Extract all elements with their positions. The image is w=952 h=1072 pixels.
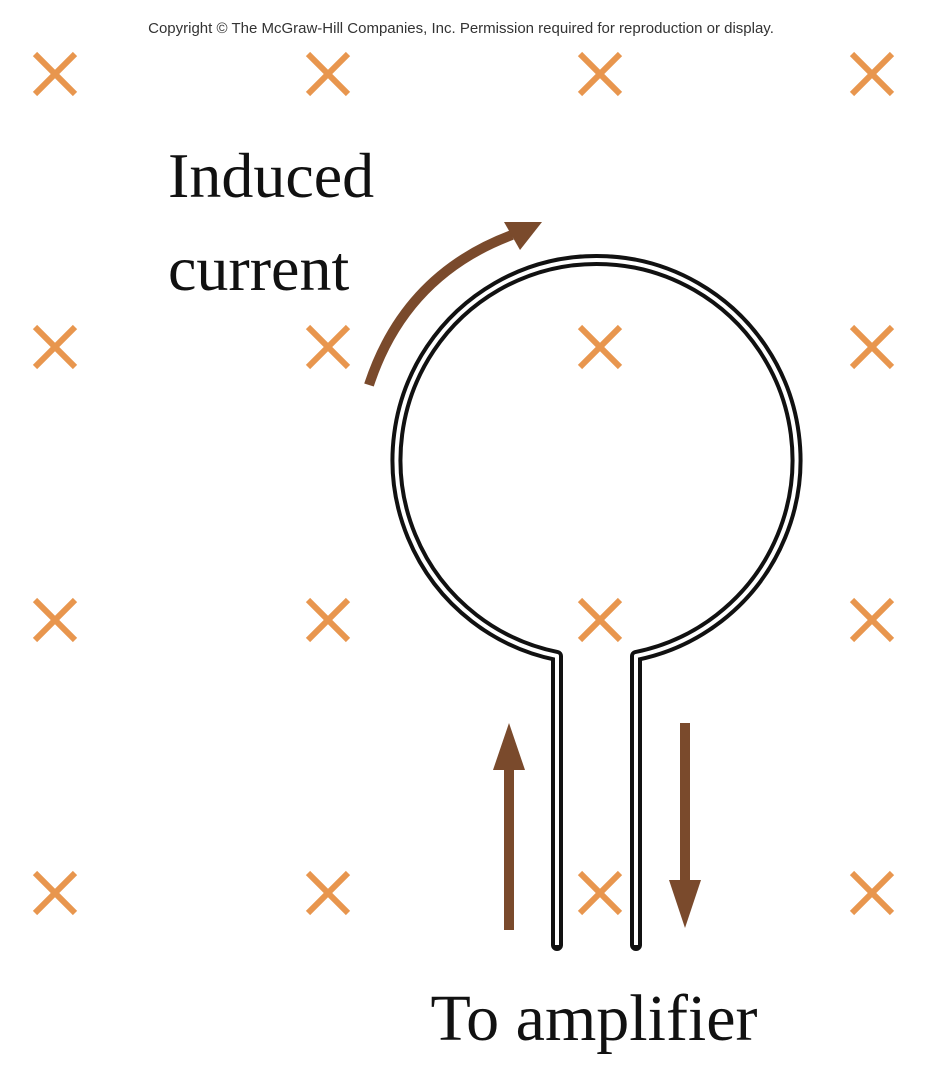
field-cross-icon bbox=[849, 597, 895, 643]
field-cross-icon bbox=[577, 597, 623, 643]
induced-current-arrow bbox=[364, 222, 542, 387]
field-cross-icon bbox=[577, 51, 623, 97]
field-cross-icon bbox=[32, 870, 78, 916]
field-cross-icon bbox=[849, 324, 895, 370]
label-to-amplifier: To amplifier bbox=[430, 982, 757, 1055]
field-cross-icon bbox=[577, 324, 623, 370]
field-cross-icon bbox=[849, 51, 895, 97]
current-up-arrow bbox=[493, 723, 525, 930]
field-cross-icon bbox=[32, 51, 78, 97]
field-cross-icon bbox=[305, 324, 351, 370]
current-down-arrow bbox=[669, 723, 701, 928]
field-cross-icon bbox=[305, 51, 351, 97]
label-induced: Induced bbox=[168, 140, 374, 211]
field-cross-icon bbox=[577, 870, 623, 916]
wire-loop bbox=[390, 253, 803, 951]
magnetic-field-markers bbox=[32, 51, 895, 916]
copyright-notice: Copyright © The McGraw-Hill Companies, I… bbox=[148, 20, 774, 37]
label-current: current bbox=[168, 233, 349, 304]
wire-loop-inner bbox=[394, 257, 799, 945]
field-cross-icon bbox=[305, 597, 351, 643]
field-cross-icon bbox=[305, 870, 351, 916]
field-cross-icon bbox=[849, 870, 895, 916]
field-cross-icon bbox=[32, 597, 78, 643]
field-cross-icon bbox=[32, 324, 78, 370]
